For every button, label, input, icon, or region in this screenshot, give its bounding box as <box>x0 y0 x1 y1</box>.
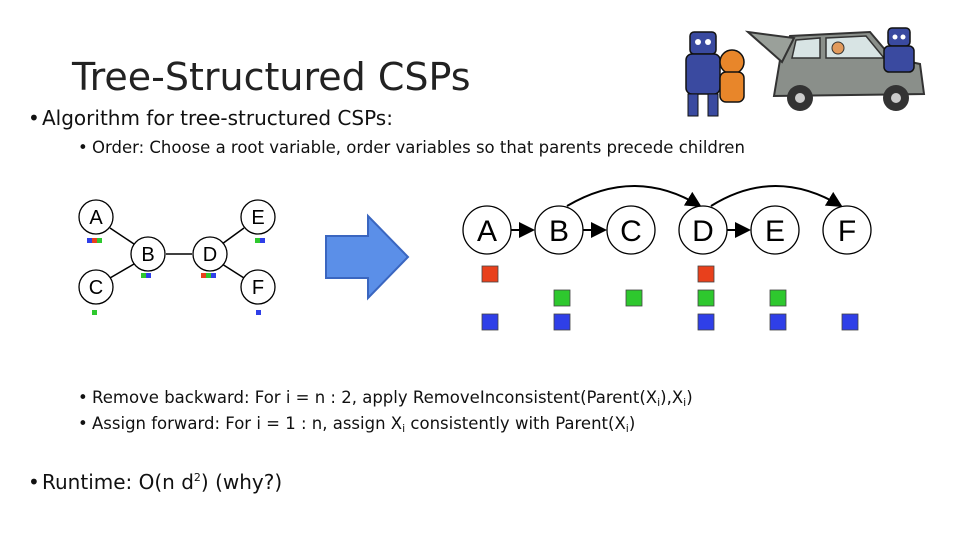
tree-node-f: F <box>240 269 276 305</box>
robots-car-illustration <box>685 27 926 117</box>
chain-b-green <box>553 289 571 307</box>
chain-node-c: C <box>606 205 656 255</box>
tree-node-a-label: A <box>89 207 103 229</box>
runtime-sup: 2 <box>193 471 201 484</box>
chain-node-b: B <box>534 205 584 255</box>
marker-e-blue <box>260 238 265 243</box>
runtime-text-1: Runtime: O(n d <box>42 470 194 494</box>
chain-a-blue <box>481 313 499 331</box>
bullet-algorithm-text: Algorithm for tree-structured CSPs: <box>42 106 393 130</box>
tree-node-e: E <box>240 199 276 235</box>
assign-sub-2: i <box>625 422 629 435</box>
tree-node-a: A <box>78 199 114 235</box>
chain-e-blue <box>769 313 787 331</box>
chain-node-a-label: A <box>477 215 497 248</box>
marker-d-green <box>206 273 211 278</box>
chain-a-red <box>481 265 499 283</box>
bullet-order: •Order: Choose a root variable, order va… <box>78 138 745 157</box>
assign-text-2: consistently with Parent(X <box>405 414 626 433</box>
edge-d-e <box>221 227 245 245</box>
marker-a-red <box>92 238 97 243</box>
tree-node-b-label: B <box>141 244 154 266</box>
chain-d-blue <box>697 313 715 331</box>
chain-d-green <box>697 289 715 307</box>
marker-e-green <box>255 238 260 243</box>
chain-c-green <box>625 289 643 307</box>
tree-node-c-label: C <box>89 277 103 299</box>
chain-node-c-label: C <box>620 215 642 248</box>
chain-e-green <box>769 289 787 307</box>
chain-node-f-label: F <box>838 215 856 248</box>
marker-b-blue <box>146 273 151 278</box>
chain-node-b-label: B <box>549 215 569 248</box>
chain-b-blue <box>553 313 571 331</box>
marker-f-blue <box>256 310 261 315</box>
chain-node-f: F <box>822 205 872 255</box>
marker-a-blue <box>87 238 92 243</box>
marker-d-red <box>201 273 206 278</box>
runtime-text-2: ) (why?) <box>200 470 283 494</box>
remove-sub-1: i <box>657 396 661 409</box>
chain-node-d: D <box>678 205 728 255</box>
tree-node-d: D <box>192 236 228 272</box>
tree-node-d-label: D <box>203 244 217 266</box>
chain-domain-markers <box>481 265 859 331</box>
chain-edge-b-d <box>566 185 702 208</box>
chain-node-e-label: E <box>765 215 785 248</box>
marker-a-green <box>97 238 102 243</box>
marker-c-green <box>92 310 97 315</box>
chain-edge-d-f <box>710 185 843 208</box>
tree-graph: A B C D E F <box>78 199 276 315</box>
blue-robot-left-illustration <box>685 31 721 117</box>
bullet-assign-forward: •Assign forward: For i = 1 : n, assign X… <box>78 414 636 435</box>
remove-text-1: Remove backward: For i = n : 2, apply Re… <box>92 388 658 407</box>
blue-robot-right-illustration <box>883 27 915 73</box>
bullet-order-text: Order: Choose a root variable, order var… <box>92 138 745 157</box>
chain-edges <box>510 185 843 238</box>
assign-text-1: Assign forward: For i = 1 : n, assign X <box>92 414 403 433</box>
assign-text-3: ) <box>628 414 636 433</box>
chain-d-red <box>697 265 715 283</box>
assign-sub-1: i <box>402 422 406 435</box>
bullet-runtime: •Runtime: O(n d2) (why?) <box>28 470 283 494</box>
tree-node-b: B <box>130 236 166 272</box>
tree-node-c: C <box>78 269 114 305</box>
transform-arrow-icon <box>325 213 410 301</box>
tree-node-e-label: E <box>251 207 264 229</box>
tree-edges <box>109 227 245 279</box>
car-illustration <box>744 30 926 111</box>
edge-d-f <box>221 263 245 279</box>
bullet-algorithm: •Algorithm for tree-structured CSPs: <box>28 106 393 130</box>
slide-title: Tree-Structured CSPs <box>72 55 471 99</box>
remove-text-3: ) <box>686 388 693 407</box>
edge-a-b <box>109 227 135 245</box>
ordered-chain-graph: A B C D E F <box>462 185 872 331</box>
chain-node-d-label: D <box>692 215 714 248</box>
marker-b-green <box>141 273 146 278</box>
edge-c-b <box>109 263 135 279</box>
chain-f-blue <box>841 313 859 331</box>
orange-robot-illustration <box>719 49 745 103</box>
tree-node-f-label: F <box>252 277 264 299</box>
tree-domain-markers <box>87 238 265 315</box>
remove-text-2: ),X <box>660 388 684 407</box>
bullet-remove-backward: •Remove backward: For i = n : 2, apply R… <box>78 388 693 409</box>
remove-sub-2: i <box>683 396 687 409</box>
chain-node-e: E <box>750 205 800 255</box>
marker-d-blue <box>211 273 216 278</box>
chain-node-a: A <box>462 205 512 255</box>
